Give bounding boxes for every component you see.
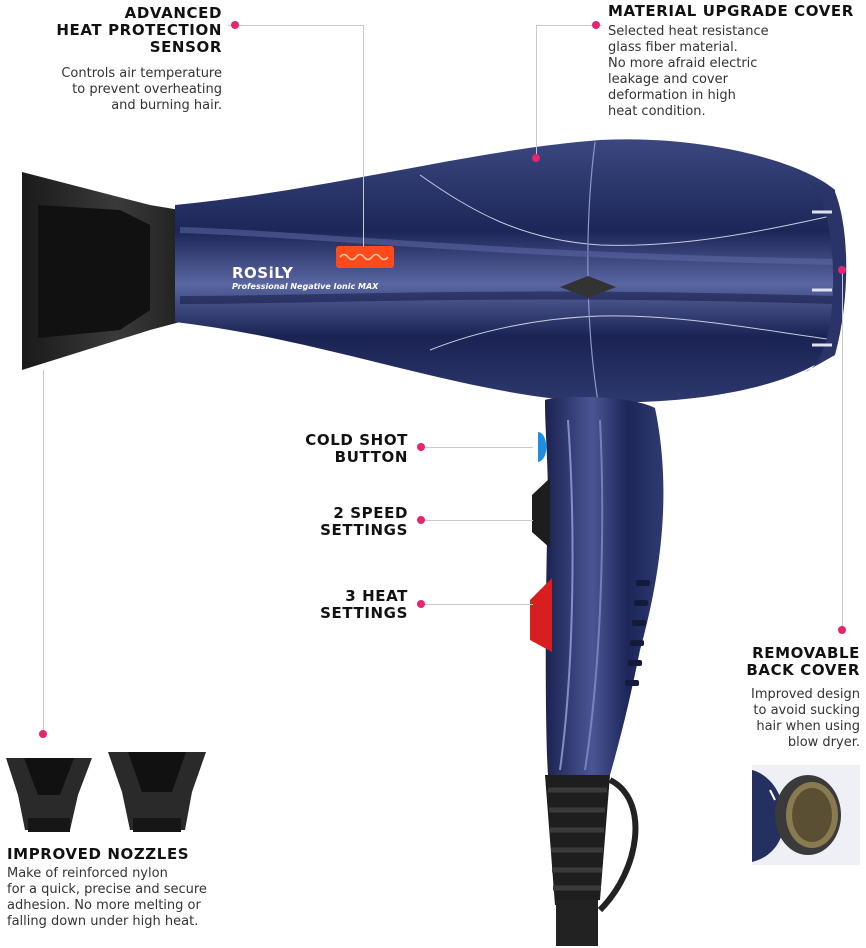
cold-shot-title: COLD SHOT BUTTON — [305, 431, 408, 466]
cover-description: Selected heat resistance glass fiber mat… — [608, 24, 769, 119]
sensor-title: ADVANCED HEAT PROTECTION SENSOR — [56, 4, 222, 56]
cover-body-dot — [532, 154, 540, 162]
speed-dot — [417, 516, 425, 524]
brand-tagline: Professional Negative Ionic MAX — [232, 282, 379, 291]
sensor-dot — [231, 21, 239, 29]
back-cover — [805, 180, 847, 372]
cover-leader-line-vertical — [536, 25, 537, 158]
heat-leader-line — [423, 604, 533, 605]
heat-dot — [417, 600, 425, 608]
cover-dot — [592, 21, 600, 29]
speed-switch-shape — [532, 478, 550, 548]
cold-shot-button-shape — [538, 432, 547, 462]
cold-shot-leader-line — [423, 447, 533, 448]
sensor-leader-line-vertical — [363, 25, 364, 247]
heat-title: 3 HEAT SETTINGS — [320, 587, 408, 622]
back-cover-leader-line — [842, 270, 843, 630]
diamond-badge — [560, 276, 616, 298]
back-cover-dot-lower — [838, 626, 846, 634]
sensor-leader-line — [228, 25, 363, 26]
heat-sensor — [336, 246, 394, 268]
speed-leader-line — [423, 520, 533, 521]
brand-logo: ROSiLY — [232, 264, 294, 282]
cold-shot-dot — [417, 443, 425, 451]
nozzle-leader-line — [43, 370, 44, 734]
accessory-nozzles — [6, 752, 206, 832]
heat-switch-shape — [530, 578, 552, 652]
back-cover-dot — [838, 266, 846, 274]
handle — [545, 396, 664, 775]
back-cover-description: Improved design to avoid sucking hair wh… — [751, 687, 860, 750]
cover-leader-line — [536, 25, 602, 26]
sensor-description: Controls air temperature to prevent over… — [61, 66, 222, 113]
dryer-body — [175, 139, 835, 403]
speed-title: 2 SPEED SETTINGS — [320, 504, 408, 539]
cover-title: MATERIAL UPGRADE COVER — [608, 2, 854, 20]
nozzles-description: Make of reinforced nylon for a quick, pr… — [7, 866, 207, 929]
nozzle-dot — [39, 730, 47, 738]
nozzles-title: IMPROVED NOZZLES — [7, 845, 190, 863]
back-cover-photo — [752, 765, 860, 865]
back-cover-title: REMOVABLE BACK COVER — [746, 644, 860, 679]
